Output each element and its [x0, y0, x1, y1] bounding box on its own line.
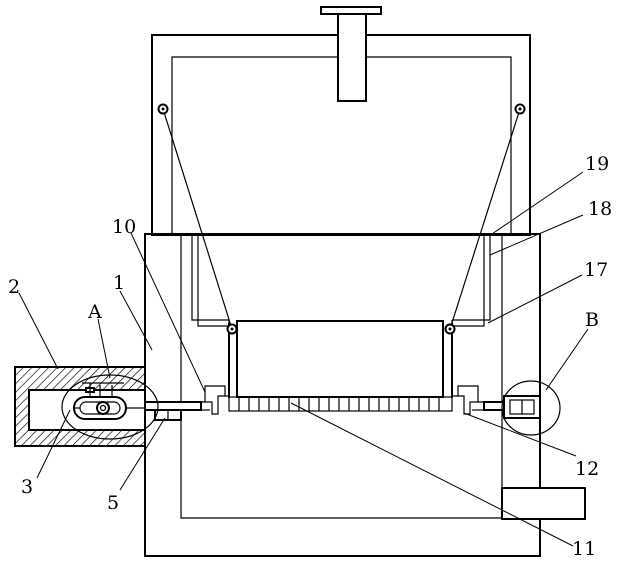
top-pipe [320, 6, 382, 102]
label-5: 5 [107, 492, 119, 514]
label-3: 3 [21, 476, 33, 498]
top-pipe-flange [320, 6, 382, 15]
right-rail-outer [452, 234, 491, 321]
detail-circle-a [61, 374, 159, 440]
left-cable [162, 108, 233, 330]
suspension-cables [157, 103, 526, 335]
label-11: 11 [572, 538, 596, 560]
right-cable [449, 108, 521, 330]
detail-circle-b [501, 380, 561, 436]
label-18: 18 [588, 198, 612, 220]
top-pipe-body [337, 13, 367, 102]
label-1: 1 [113, 272, 125, 294]
label-2: 2 [8, 276, 20, 298]
housing-inner-lower [180, 390, 503, 519]
cam-wheel [96, 401, 110, 415]
left-rail-outer [191, 234, 229, 321]
label-17: 17 [584, 259, 608, 281]
label-a: A [87, 301, 102, 323]
left-rail-inner [197, 234, 229, 327]
screen-mesh [228, 396, 453, 412]
guide-rails [191, 234, 491, 327]
cam-mechanism [73, 382, 145, 420]
label-10: 10 [112, 216, 136, 238]
left-drive-rod [144, 401, 202, 421]
basket-body [236, 320, 444, 398]
label-b: B [585, 309, 599, 331]
part-labels: 2 1 A 3 5 10 11 12 17 18 19 B [8, 153, 612, 560]
label-12: 12 [575, 458, 599, 480]
leader-lines [18, 171, 589, 547]
label-19: 19 [585, 153, 609, 175]
left-rod [144, 401, 202, 411]
discharge-outlet [501, 487, 586, 520]
right-rail-inner [452, 234, 485, 327]
right-connector [452, 385, 484, 415]
right-mechanism [503, 395, 541, 419]
screen-basket [228, 320, 453, 412]
